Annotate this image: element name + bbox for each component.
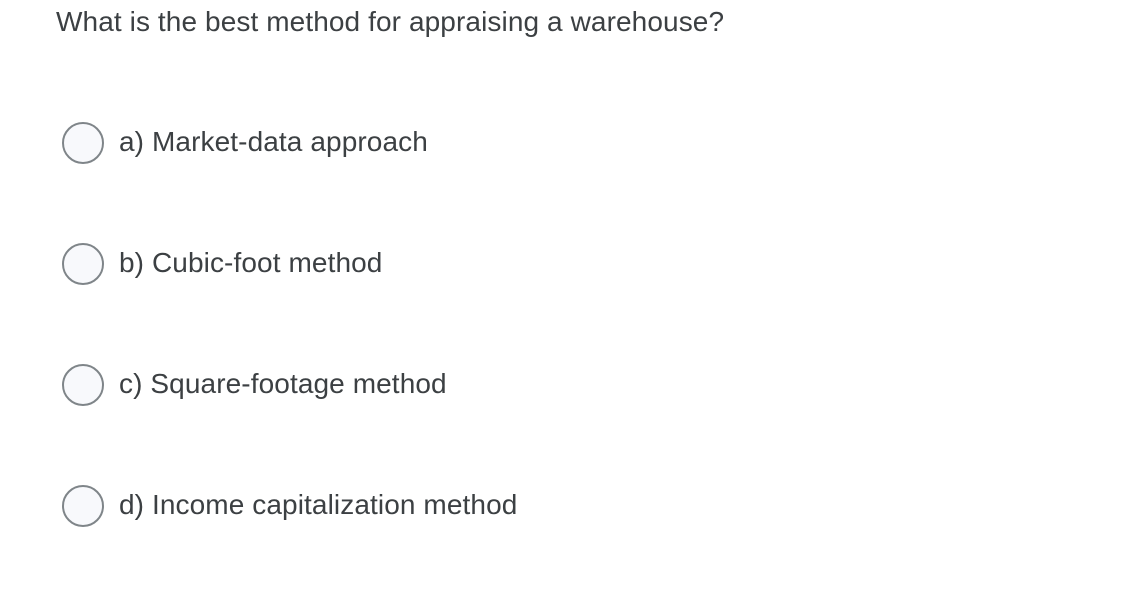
answer-options-group: a) Market-data approach b) Cubic-foot me… — [0, 122, 1148, 606]
question-prompt: What is the best method for appraising a… — [56, 6, 725, 37]
radio-button-a-icon[interactable] — [62, 122, 104, 164]
answer-option-c-label[interactable]: c) Square-footage method — [119, 368, 447, 399]
answer-option-c[interactable]: c) Square-footage method — [0, 364, 1148, 485]
answer-option-b[interactable]: b) Cubic-foot method — [0, 243, 1148, 364]
answer-option-a[interactable]: a) Market-data approach — [0, 122, 1148, 243]
answer-option-b-label[interactable]: b) Cubic-foot method — [119, 247, 383, 278]
radio-button-b-icon[interactable] — [62, 243, 104, 285]
radio-button-d-icon[interactable] — [62, 485, 104, 527]
radio-button-c-icon[interactable] — [62, 364, 104, 406]
answer-option-d-label[interactable]: d) Income capitalization method — [119, 489, 518, 520]
answer-option-d[interactable]: d) Income capitalization method — [0, 485, 1148, 606]
answer-option-a-label[interactable]: a) Market-data approach — [119, 126, 428, 157]
question-panel: What is the best method for appraising a… — [56, 6, 725, 527]
